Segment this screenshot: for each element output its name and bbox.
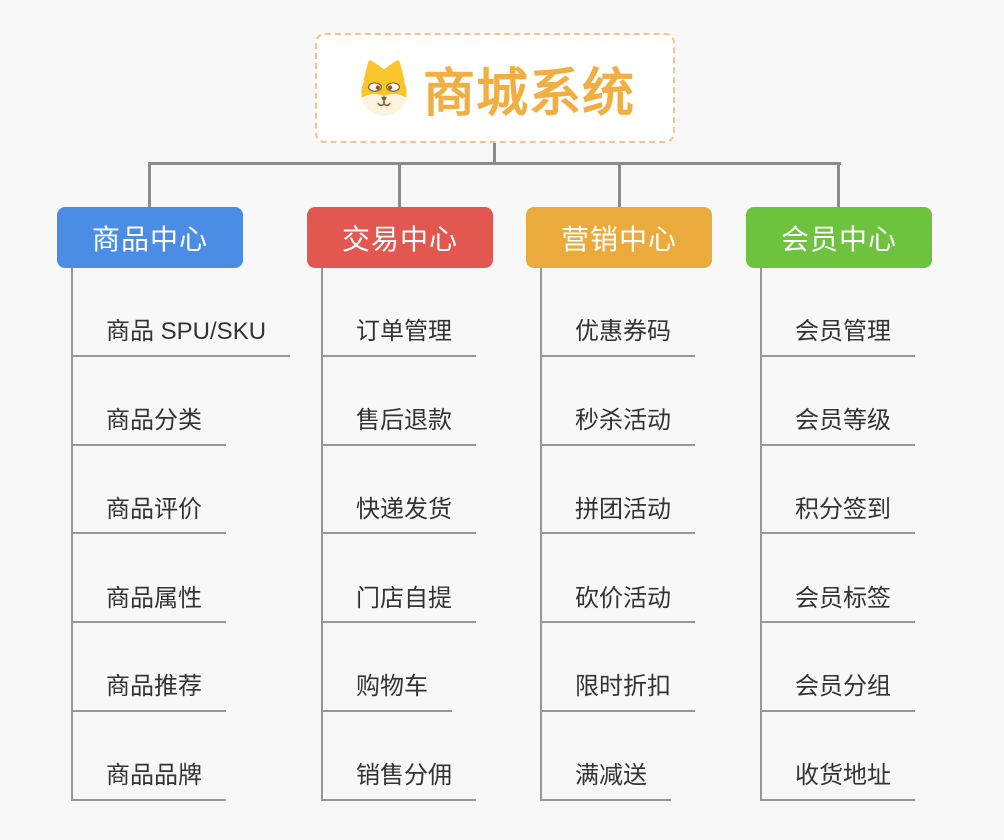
leaf-node[interactable]: 优惠券码 (541, 318, 695, 357)
branch-column-member: 会员中心 会员管理 会员等级 积分签到 会员标签 会员分组 收货地址 (746, 207, 991, 801)
leaf-row: 会员分组 (746, 623, 991, 712)
leaf-node[interactable]: 商品评价 (72, 496, 226, 535)
leaf-row: 会员标签 (746, 534, 991, 624)
connector-horizontal (148, 162, 841, 165)
root-node[interactable]: 商城系统 (315, 33, 675, 143)
leaf-node[interactable]: 会员等级 (761, 407, 915, 446)
leaf-node[interactable]: 会员分组 (761, 673, 915, 712)
leaf-row: 商品推荐 (57, 623, 302, 712)
leaf-row: 会员等级 (746, 357, 991, 446)
connector-root-vertical (493, 143, 496, 163)
leaf-row: 商品 SPU/SKU (57, 268, 302, 357)
leaf-row: 商品评价 (57, 446, 302, 535)
branch-trunk-line (71, 268, 73, 801)
leaf-node[interactable]: 秒杀活动 (541, 407, 695, 446)
leaf-row: 购物车 (307, 623, 552, 712)
branch-trunk-line (760, 268, 762, 801)
root-title: 商城系统 (422, 64, 635, 123)
leaf-node[interactable]: 门店自提 (322, 585, 476, 624)
leaf-node[interactable]: 会员管理 (761, 318, 915, 357)
connector-stub-marketing (618, 164, 621, 208)
branch-node-member[interactable]: 会员中心 (746, 207, 932, 268)
leaf-row: 优惠券码 (526, 268, 771, 357)
leaf-node[interactable]: 商品推荐 (72, 673, 226, 712)
leaf-node[interactable]: 满减送 (541, 762, 671, 801)
leaf-node[interactable]: 订单管理 (322, 318, 476, 357)
leaf-row: 满减送 (526, 712, 771, 801)
leaf-row: 门店自提 (307, 534, 552, 624)
connector-stub-member (837, 164, 840, 208)
branch-node-product[interactable]: 商品中心 (57, 207, 243, 268)
leaf-row: 限时折扣 (526, 623, 771, 712)
branch-column-marketing: 营销中心 优惠券码 秒杀活动 拼团活动 砍价活动 限时折扣 满减送 (526, 207, 771, 801)
connector-stub-trade (398, 164, 401, 208)
branch-column-trade: 交易中心 订单管理 售后退款 快递发货 门店自提 购物车 销售分佣 (307, 207, 552, 801)
leaf-row: 商品属性 (57, 534, 302, 624)
leaf-row: 快递发货 (307, 446, 552, 535)
connector-stub-product (148, 164, 151, 208)
leaf-node[interactable]: 限时折扣 (541, 673, 695, 712)
shiba-dog-icon (361, 60, 407, 116)
branch-trunk-line (321, 268, 323, 801)
leaf-node[interactable]: 砍价活动 (541, 585, 695, 624)
leaf-node[interactable]: 会员标签 (761, 585, 915, 624)
branch-column-product: 商品中心 商品 SPU/SKU 商品分类 商品评价 商品属性 商品推荐 商品品牌 (57, 207, 302, 801)
leaf-node[interactable]: 积分签到 (761, 496, 915, 535)
leaf-node[interactable]: 收货地址 (761, 762, 915, 801)
leaf-node[interactable]: 商品属性 (72, 585, 226, 624)
branch-trunk-line (540, 268, 542, 801)
branch-node-trade[interactable]: 交易中心 (307, 207, 493, 268)
leaf-node[interactable]: 快递发货 (322, 496, 476, 535)
leaf-row: 商品品牌 (57, 712, 302, 801)
leaf-node[interactable]: 销售分佣 (322, 762, 476, 801)
leaf-row: 拼团活动 (526, 446, 771, 535)
leaf-row: 订单管理 (307, 268, 552, 357)
leaf-row: 秒杀活动 (526, 357, 771, 446)
leaf-row: 收货地址 (746, 712, 991, 801)
branch-node-marketing[interactable]: 营销中心 (526, 207, 712, 268)
leaf-row: 售后退款 (307, 357, 552, 446)
leaf-row: 商品分类 (57, 357, 302, 446)
leaf-row: 砍价活动 (526, 534, 771, 624)
leaf-node[interactable]: 商品品牌 (72, 762, 226, 801)
leaf-node[interactable]: 购物车 (322, 673, 452, 712)
leaf-row: 会员管理 (746, 268, 991, 357)
leaf-node[interactable]: 商品分类 (72, 407, 226, 446)
leaf-node[interactable]: 拼团活动 (541, 496, 695, 535)
leaf-node[interactable]: 商品 SPU/SKU (72, 318, 291, 357)
leaf-row: 积分签到 (746, 446, 991, 535)
leaf-row: 销售分佣 (307, 712, 552, 801)
leaf-node[interactable]: 售后退款 (322, 407, 476, 446)
